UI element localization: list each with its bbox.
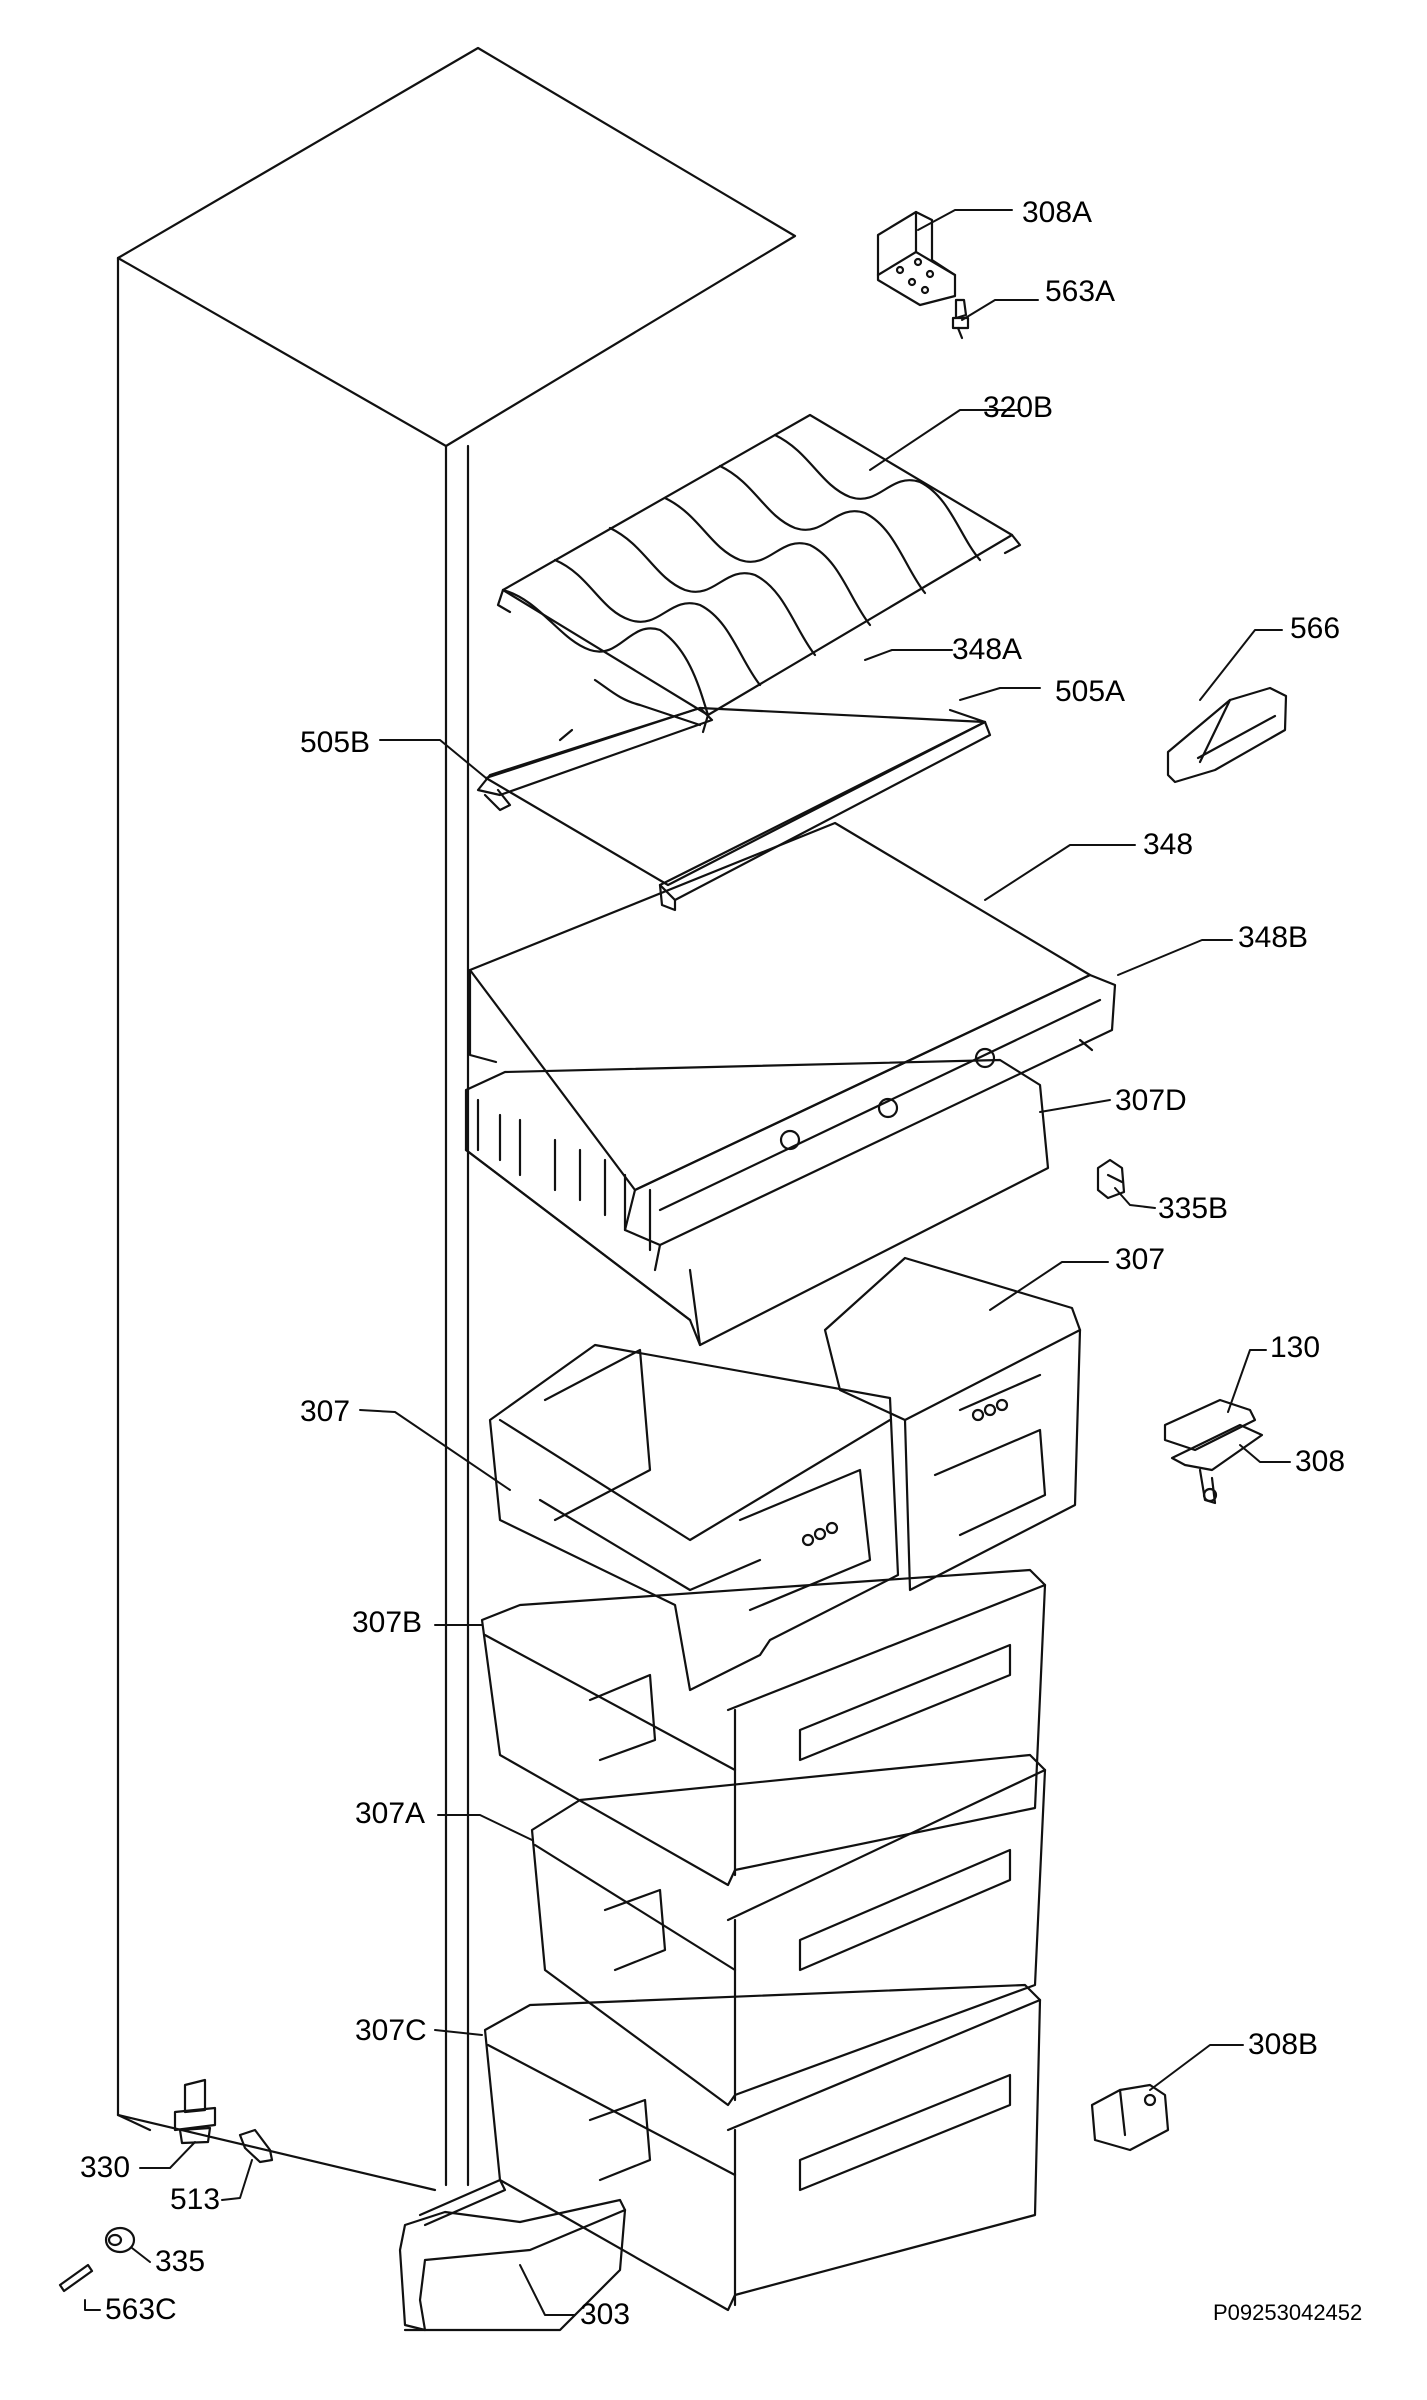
label-335b: 335B	[1158, 1192, 1229, 1225]
label-130: 130	[1270, 1331, 1321, 1364]
part-303-plinth	[400, 2180, 625, 2330]
part-335b-clip	[1098, 1160, 1124, 1198]
part-308a-top-hinge	[878, 212, 955, 305]
label-307c: 307C	[355, 2014, 427, 2047]
label-320b: 320B	[983, 391, 1054, 424]
part-330-foot	[175, 2080, 215, 2143]
label-307-left: 307	[300, 1395, 351, 1428]
part-307-left-crate	[490, 1345, 898, 1690]
label-513: 513	[170, 2183, 221, 2216]
part-307b-drawer	[482, 1570, 1045, 1885]
part-348-shelf	[470, 823, 1090, 1190]
label-307a: 307A	[355, 1797, 426, 1830]
part-563a-screw	[953, 300, 968, 338]
label-348: 348	[1143, 828, 1194, 861]
label-307-right: 307	[1115, 1243, 1166, 1276]
label-303: 303	[580, 2298, 631, 2331]
part-307c-drawer	[485, 1985, 1040, 2310]
part-513-clip	[240, 2130, 272, 2162]
label-505b: 505B	[300, 726, 371, 759]
label-307b: 307B	[352, 1606, 423, 1639]
label-563c: 563C	[105, 2293, 177, 2326]
label-307d: 307D	[1115, 1084, 1187, 1117]
part-348a-glass-shelf	[478, 708, 990, 910]
drawing-code: P09253042452	[1213, 2300, 1363, 2325]
label-505a: 505A	[1055, 675, 1126, 708]
part-308b-bottom-hinge	[1092, 2085, 1168, 2150]
label-335: 335	[155, 2245, 206, 2278]
part-335-cap	[106, 2228, 134, 2252]
label-308: 308	[1295, 1445, 1346, 1478]
part-563c-pin	[60, 2265, 92, 2291]
cabinet	[118, 48, 795, 2190]
label-348b: 348B	[1238, 921, 1309, 954]
part-307-right-crate	[825, 1258, 1080, 1590]
label-308b: 308B	[1248, 2028, 1319, 2061]
part-307a-drawer	[532, 1755, 1045, 2105]
part-307d-cover	[466, 1060, 1048, 1345]
part-320b-wine-rack	[498, 415, 1020, 732]
label-566: 566	[1290, 612, 1341, 645]
label-348a: 348A	[952, 633, 1023, 666]
part-566-bracket	[1168, 688, 1286, 782]
label-330: 330	[80, 2151, 131, 2184]
label-563a: 563A	[1045, 275, 1116, 308]
part-348b-shelf-frame	[625, 975, 1115, 1270]
label-308a: 308A	[1022, 196, 1093, 229]
leader-lines	[85, 210, 1290, 2315]
part-130-308-hinge	[1165, 1400, 1262, 1503]
